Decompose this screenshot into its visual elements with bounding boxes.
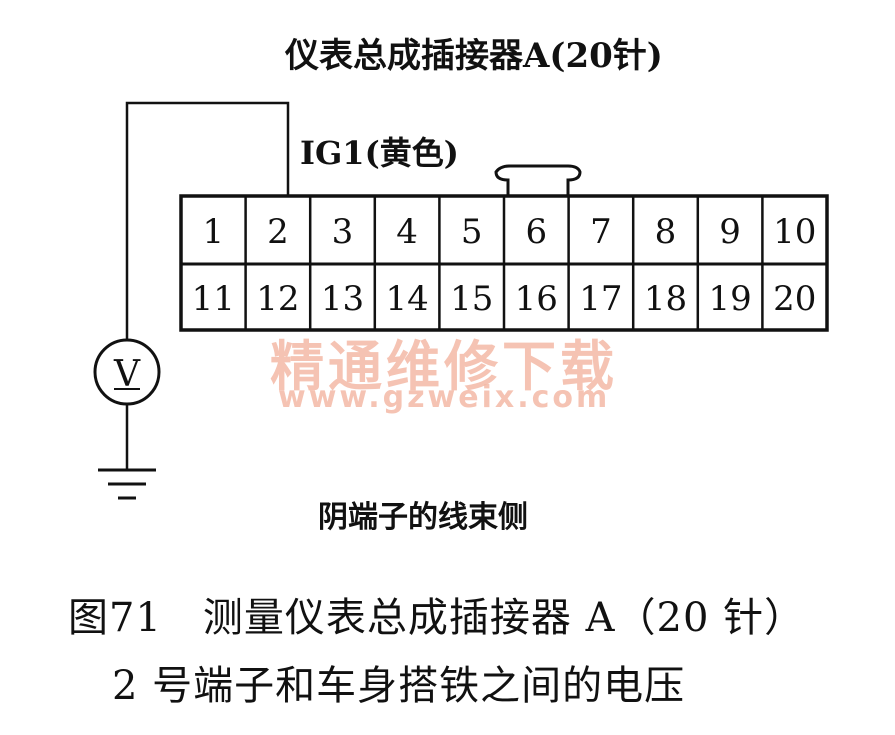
figure-caption-line2: 2 号端子和车身搭铁之间的电压: [112, 663, 686, 709]
ground-icon: [98, 468, 156, 500]
pin-8-label: 8: [655, 212, 677, 252]
pin-16-label: 16: [515, 279, 558, 319]
pin-1-label: 1: [202, 212, 224, 252]
watermark-text: 精通维修下载: [270, 334, 618, 398]
pin-10-label: 10: [773, 212, 816, 252]
pin-19-label: 19: [708, 279, 751, 319]
pin-5-label: 5: [461, 212, 483, 252]
pin-17-label: 17: [579, 279, 622, 319]
wire-label: IG1(黄色): [300, 134, 459, 172]
pin-6-label: 6: [525, 212, 547, 252]
pin-18-label: 18: [644, 279, 687, 319]
pin-dividers: [244, 196, 764, 330]
pin-7-label: 7: [590, 212, 612, 252]
pin-2-label: 2: [267, 212, 289, 252]
pin-3-label: 3: [332, 212, 354, 252]
pin-14-label: 14: [385, 279, 428, 319]
harness-side-caption: 阴端子的线束侧: [318, 500, 528, 535]
pin-9-label: 9: [719, 212, 741, 252]
probe-wire: [125, 101, 290, 340]
watermark-url: www.gzweix.com: [278, 380, 611, 415]
pin-4-label: 4: [396, 212, 418, 252]
pin-12-label: 12: [256, 279, 299, 319]
pin-13-label: 13: [321, 279, 364, 319]
figure-caption-line1: 图71 测量仪表总成插接器 A（20 针）: [68, 595, 806, 641]
pin-20-label: 20: [773, 279, 816, 319]
pin-15-label: 15: [450, 279, 493, 319]
connector-title: 仪表总成插接器A(20针): [285, 36, 663, 76]
pin-11-label: 11: [192, 279, 235, 319]
connector-latch: [494, 164, 582, 196]
